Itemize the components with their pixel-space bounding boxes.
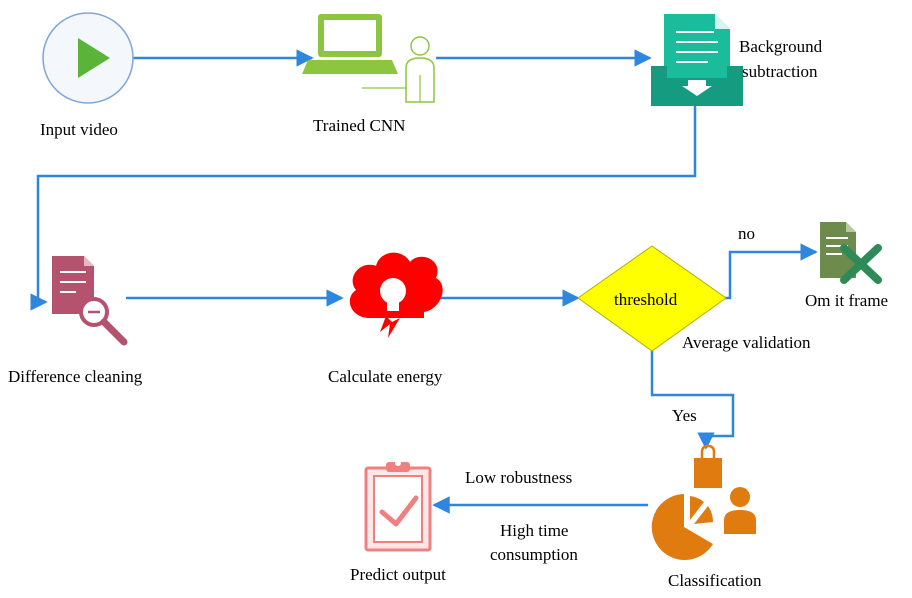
- difference-cleaning-label: Difference cleaning: [8, 367, 143, 386]
- arrow-threshold-to-classification: [650, 350, 735, 450]
- arrow-threshold-to-omit: [724, 243, 818, 300]
- edge-label-yes: Yes: [672, 406, 697, 425]
- edge-label-average-validation: Average validation: [682, 333, 811, 352]
- background-subtraction-label-line1: Background: [739, 37, 823, 56]
- play-icon: [42, 12, 134, 104]
- classification-label: Classification: [668, 571, 762, 590]
- edge-label-high-time-line2: consumption: [490, 545, 578, 564]
- connectors: [30, 49, 818, 514]
- energy-cloud-icon: [349, 252, 443, 338]
- trained-cnn-label: Trained CNN: [313, 116, 406, 135]
- background-subtraction-label-line2: subtraction: [742, 62, 818, 81]
- clipboard-check-icon: [364, 460, 432, 552]
- document-inbox-icon: [651, 14, 743, 106]
- predict-output-label: Predict output: [350, 565, 446, 584]
- edge-label-no: no: [738, 224, 755, 243]
- document-search-icon: [52, 256, 128, 346]
- arrow-background-to-difference: [30, 106, 697, 311]
- edge-label-high-time-line1: High time: [500, 521, 569, 540]
- decision-diamond: [577, 245, 727, 352]
- laptop-user-icon: [302, 14, 435, 103]
- calculate-energy-label: Calculate energy: [328, 367, 443, 386]
- edge-label-low-robustness: Low robustness: [465, 468, 573, 487]
- document-delete-icon: [820, 222, 882, 284]
- omit-frame-label: Om it frame: [805, 291, 889, 310]
- threshold-label: threshold: [614, 290, 678, 309]
- input-video-label: Input video: [40, 120, 118, 139]
- classification-icon: [651, 444, 756, 560]
